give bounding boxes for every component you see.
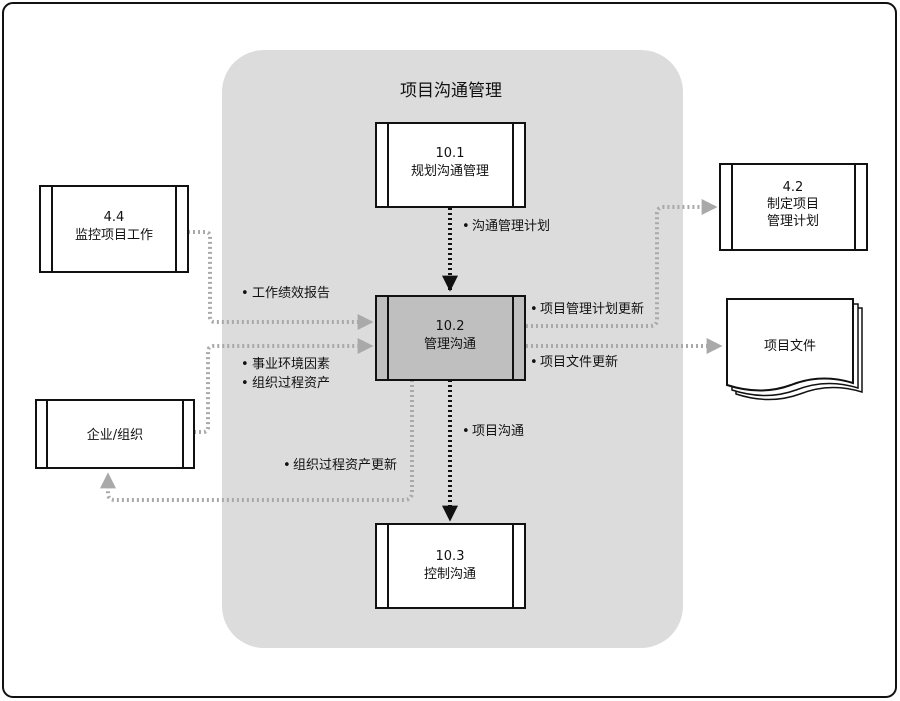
process-10-1-name: 规划沟通管理: [411, 164, 489, 179]
flow-10-2-to-4-2: [526, 199, 718, 328]
process-4-2-number: 4.2: [783, 180, 804, 195]
process-10-3-number: 10.3: [436, 549, 465, 564]
bullet: •: [241, 286, 249, 301]
process-10-3-name: 控制沟通: [424, 567, 476, 582]
process-box-10-3[interactable]: 10.3 控制沟通: [375, 523, 526, 609]
bullet: •: [283, 458, 291, 473]
process-10-2-name: 管理沟通: [424, 337, 476, 352]
bullet: •: [462, 219, 470, 234]
bullet: •: [530, 302, 538, 317]
flow-label-pmp-update: • 项目管理计划更新: [530, 301, 644, 317]
flow-4-4-to-10-2: [188, 230, 374, 330]
project-comm-text: 项目沟通: [472, 424, 524, 439]
bullet: •: [241, 357, 249, 372]
bullet: •: [241, 376, 249, 391]
flow-label-project-comm: • 项目沟通: [462, 424, 524, 439]
opa-update-text: 组织过程资产更新: [293, 457, 397, 473]
process-4-2-name-line2: 管理计划: [767, 214, 819, 229]
flow-label-eef: • 事业环境因素: [241, 357, 330, 372]
eef-text: 事业环境因素: [252, 357, 330, 372]
flow-label-work-perf: • 工作绩效报告: [241, 286, 330, 301]
process-10-1-number: 10.1: [436, 146, 465, 161]
flow-label-opa: • 组织过程资产: [241, 376, 330, 391]
work-perf-text: 工作绩效报告: [252, 286, 330, 301]
process-10-2-number: 10.2: [436, 319, 465, 334]
process-4-4-name: 监控项目工作: [75, 228, 153, 243]
bullet: •: [530, 355, 538, 370]
enterprise-organization-box[interactable]: 企业/组织: [35, 399, 195, 469]
opa-text: 组织过程资产: [252, 376, 330, 391]
flow-enterprise-to-10-2: [194, 338, 374, 434]
process-4-4-number: 4.4: [104, 210, 125, 225]
process-box-4-2[interactable]: 4.2 制定项目 管理计划: [719, 163, 868, 251]
flow-label-comm-plan: • 沟通管理计划: [462, 219, 550, 234]
project-documents-stack[interactable]: 项目文件: [726, 298, 863, 401]
project-documents-label: 项目文件: [764, 339, 816, 354]
flow-label-doc-update: • 项目文件更新: [530, 354, 618, 370]
region-title: 项目沟通管理: [400, 81, 502, 101]
process-box-10-2[interactable]: 10.2 管理沟通: [375, 295, 526, 381]
doc-update-text: 项目文件更新: [540, 354, 618, 370]
flow-label-opa-update: • 组织过程资产更新: [283, 457, 397, 473]
comm-plan-text: 沟通管理计划: [472, 219, 550, 234]
process-box-4-4[interactable]: 4.4 监控项目工作: [39, 185, 189, 273]
bullet: •: [462, 424, 470, 439]
enterprise-label: 企业/组织: [87, 427, 143, 443]
pmp-update-text: 项目管理计划更新: [540, 301, 644, 317]
process-4-2-name-line1: 制定项目: [767, 197, 819, 212]
process-box-10-1[interactable]: 10.1 规划沟通管理: [375, 122, 526, 208]
